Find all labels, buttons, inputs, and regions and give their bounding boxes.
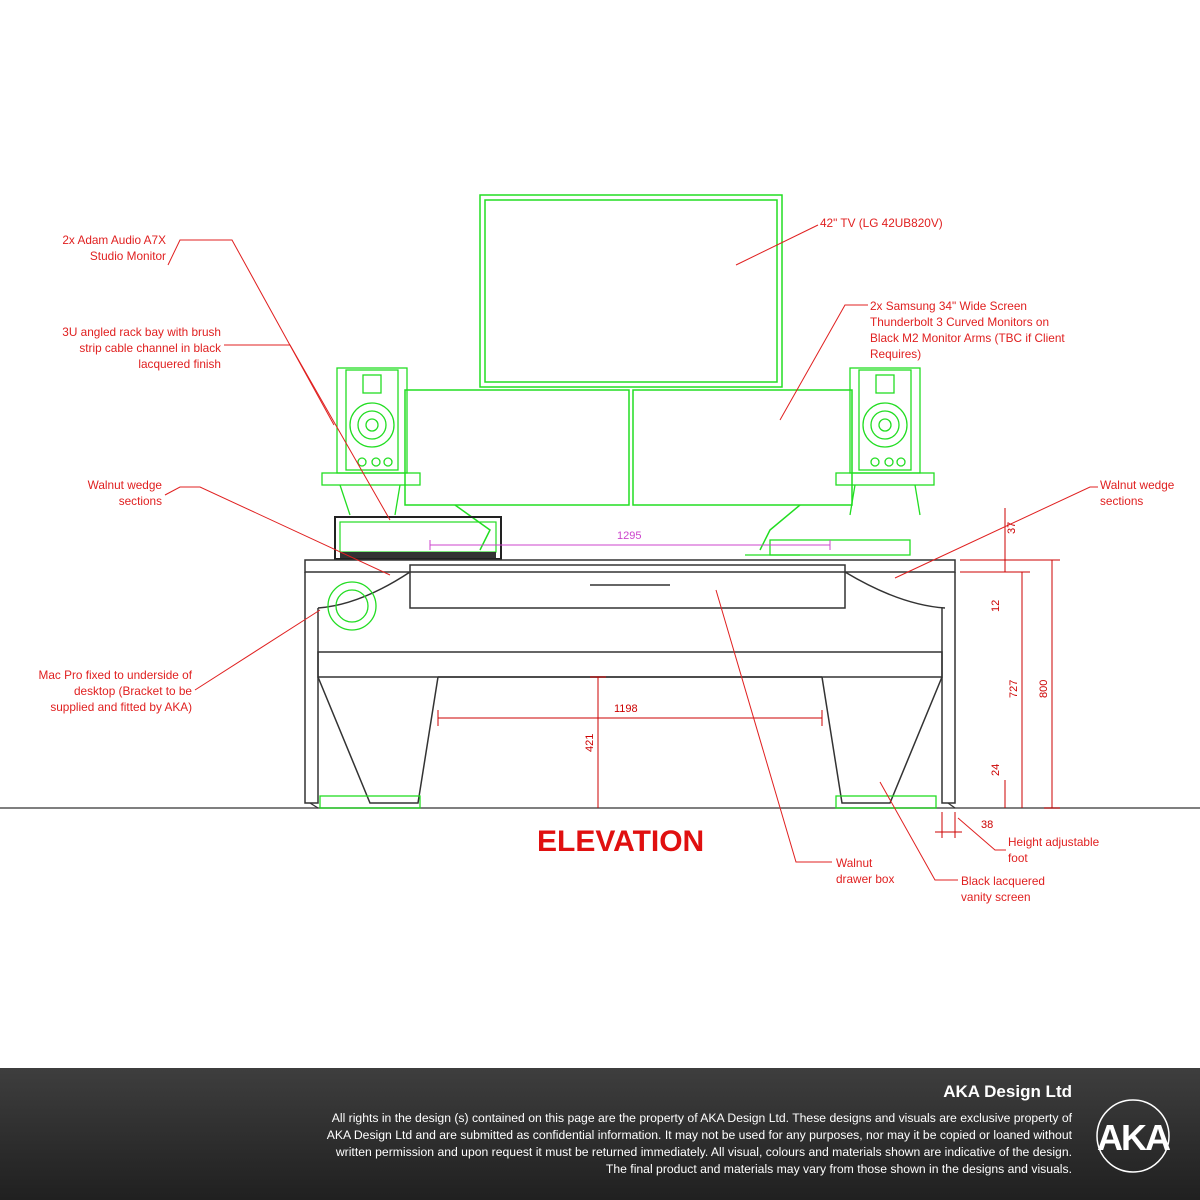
- label-wedge-left-1: Walnut wedge: [88, 478, 163, 492]
- company-name: AKA Design Ltd: [943, 1082, 1072, 1101]
- label-macpro-3: supplied and fitted by AKA): [50, 700, 192, 714]
- label-vanity-2: vanity screen: [961, 890, 1031, 904]
- label-monitors-1: 2x Samsung 34" Wide Screen: [870, 299, 1027, 313]
- label-wedge-right-1: Walnut wedge: [1100, 478, 1175, 492]
- right-speaker: [835, 367, 935, 516]
- internal-dimension: [429, 540, 831, 550]
- label-rack-3: lacquered finish: [138, 357, 221, 371]
- label-rack-2: strip cable channel in black: [79, 341, 221, 355]
- label-wedge-right-2: sections: [1100, 494, 1143, 508]
- dim-727: 727: [1008, 680, 1020, 698]
- dim-421: 421: [584, 734, 596, 752]
- dim-1198: 1198: [614, 703, 638, 715]
- dim-12: 12: [990, 600, 1002, 612]
- monitor-arm-base: [745, 539, 911, 556]
- label-monitors-4: Requires): [870, 347, 921, 361]
- label-macpro-1: Mac Pro fixed to underside of: [39, 668, 193, 682]
- label-speakers-2: Studio Monitor: [90, 249, 166, 263]
- label-foot-1: Height adjustable: [1008, 835, 1100, 849]
- dim-24: 24: [990, 764, 1002, 776]
- rack-bay: [334, 516, 502, 560]
- feet: [309, 795, 956, 809]
- label-drawer-2: drawer box: [836, 872, 894, 886]
- label-monitors-3: Black M2 Monitor Arms (TBC if Client: [870, 331, 1065, 345]
- desk-top: [304, 559, 956, 609]
- label-drawer-1: Walnut: [836, 856, 873, 870]
- drawing-title: ELEVATION: [537, 825, 704, 858]
- dim-800: 800: [1038, 680, 1050, 698]
- tv-outline: [479, 194, 783, 388]
- disclaimer-text: All rights in the design (s) contained o…: [326, 1111, 1072, 1176]
- aka-logo: AKA: [1096, 1099, 1172, 1173]
- dim-38: 38: [981, 819, 993, 831]
- label-tv: 42" TV (LG 42UB820V): [820, 216, 943, 230]
- mac-pro: [327, 581, 377, 631]
- elevation-drawing: 2x Adam Audio A7X Studio Monitor 3U angl…: [0, 194, 1200, 904]
- label-speakers-1: 2x Adam Audio A7X: [62, 233, 166, 247]
- label-vanity-1: Black lacquered: [961, 874, 1045, 888]
- footer-bar: AKA Design Ltd All rights in the design …: [0, 1068, 1200, 1200]
- label-wedge-left-2: sections: [119, 494, 162, 508]
- leader-lines: [164, 224, 1098, 881]
- monitors-outline: [404, 389, 853, 551]
- left-speaker: [321, 367, 421, 516]
- dim-37: 37: [1006, 522, 1018, 534]
- label-monitors-2: Thunderbolt 3 Curved Monitors on: [870, 315, 1049, 329]
- desk-frame: [304, 572, 956, 804]
- label-rack-1: 3U angled rack bay with brush: [62, 325, 221, 339]
- dim-1295: 1295: [617, 530, 641, 542]
- logo-text: AKA: [1097, 1117, 1171, 1158]
- label-foot-2: foot: [1008, 851, 1028, 865]
- label-macpro-2: desktop (Bracket to be: [74, 684, 192, 698]
- dimension-lines: [437, 508, 1060, 838]
